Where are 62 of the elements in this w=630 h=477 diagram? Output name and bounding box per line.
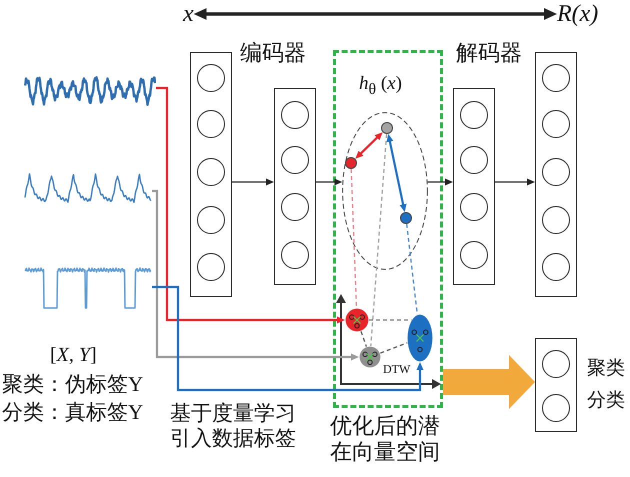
- neuron-circle: [542, 350, 570, 378]
- double-arrow: [194, 8, 557, 20]
- neuron-circle: [542, 110, 570, 138]
- arrow: [152, 190, 359, 361]
- neuron-circle: [196, 64, 224, 92]
- cluster-drawing: [407, 314, 433, 362]
- double-arrow: [386, 134, 407, 212]
- latent-ellipse: [342, 112, 428, 270]
- embedding-dot: [381, 122, 393, 134]
- neuron-circle: [280, 192, 308, 220]
- neuron-circle: [460, 240, 488, 268]
- embedding-dot: [345, 157, 357, 169]
- cluster-drawing: [345, 308, 369, 332]
- latent-space-frame: [333, 50, 443, 408]
- section-heading: 解码器: [456, 40, 522, 66]
- neuron-circle: [196, 206, 224, 234]
- cluster-drawing: [359, 346, 381, 368]
- double-arrow: [355, 132, 383, 159]
- neuron-circle: [460, 146, 488, 174]
- output-caption: 聚类: [587, 358, 625, 381]
- neuron-circle: [196, 158, 224, 186]
- arrow: [316, 178, 342, 186]
- output-caption: 分类: [587, 390, 625, 413]
- arrow: [156, 86, 345, 324]
- neuron-circle: [280, 240, 308, 268]
- output-layer: [535, 338, 577, 432]
- data-notation: [X, Y]: [50, 343, 97, 367]
- neuron-circle: [280, 100, 308, 128]
- arrow: [232, 178, 274, 186]
- variable-label: R(x): [557, 0, 598, 29]
- method-note: 基于度量学习引入数据标签: [170, 401, 297, 452]
- variable-label: x: [183, 0, 194, 29]
- neuron-circle: [460, 100, 488, 128]
- dashed-line: [380, 342, 408, 354]
- space-caption: 优化后的潜在向量空间: [330, 413, 441, 466]
- arrow: [152, 286, 424, 392]
- neuron-circle: [542, 158, 570, 186]
- arrow: [495, 178, 535, 186]
- label-note: 分类：真标签Y: [2, 400, 144, 426]
- neuron-circle: [196, 252, 224, 280]
- neuron-layer: [453, 88, 495, 285]
- block-arrow: [443, 355, 535, 409]
- dashed-line: [370, 134, 388, 346]
- neuron-circle: [542, 64, 570, 92]
- arrow: [428, 178, 453, 186]
- waveform-drawing: [24, 170, 152, 206]
- neuron-circle: [280, 146, 308, 174]
- dashed-line: [350, 168, 358, 308]
- space-heading: h$_{θ}$ (x): [359, 73, 402, 100]
- neuron-circle: [542, 252, 570, 280]
- neuron-circle: [196, 110, 224, 138]
- dashed-line: [360, 331, 368, 347]
- neuron-circle: [542, 206, 570, 234]
- neuron-layer: [190, 52, 232, 297]
- neuron-layer: [274, 88, 316, 285]
- distance-label: DTW: [383, 362, 410, 376]
- neuron-layer: [535, 52, 577, 297]
- neuron-circle: [542, 394, 570, 422]
- neuron-circle: [460, 192, 488, 220]
- embedding-dot: [400, 212, 412, 224]
- label-note: 聚类：伪标签Y: [2, 372, 144, 398]
- section-heading: 编码器: [240, 40, 306, 66]
